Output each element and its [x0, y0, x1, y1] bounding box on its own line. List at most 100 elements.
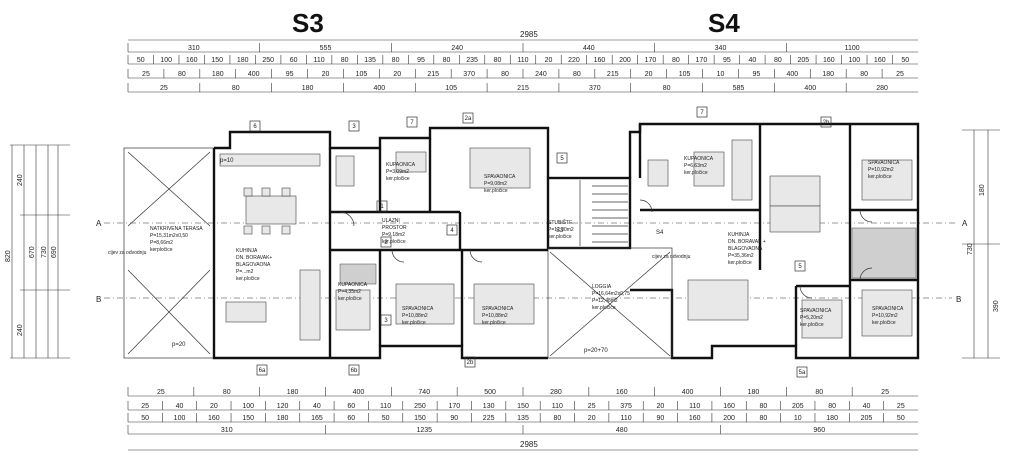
door-swings — [339, 199, 873, 299]
bot-dim-r2-0: 25 — [141, 403, 149, 410]
mark-8: 7 — [700, 110, 704, 116]
mark-3: 2a — [465, 116, 472, 122]
mark-9: 2b — [823, 120, 830, 126]
room-bath-s3-top-name: KUPAONICA — [386, 162, 416, 168]
top-dim-r4-5: 215 — [517, 85, 529, 92]
top-dim-r2-25: 80 — [774, 57, 782, 64]
bot-dim-r3-17: 200 — [723, 415, 735, 422]
mark-4: 5 — [560, 156, 564, 162]
stair-treads — [579, 180, 628, 246]
top-dim-r3-9: 370 — [463, 71, 475, 78]
mark-box-13 — [380, 314, 392, 326]
bot-dim-r2-22: 25 — [897, 403, 905, 410]
mark-box-10 — [796, 366, 808, 378]
room-kitchen-s3-l1: DN. BORAVAK+ — [236, 255, 272, 261]
mark-14: 4 — [450, 228, 454, 234]
right-dimensions: 180 730 390 — [962, 129, 1000, 359]
top-dim-r2-3: 150 — [211, 57, 223, 64]
top-dim-r1-2: 240 — [451, 45, 463, 52]
room-stairs-l2: ker.pločice — [548, 234, 572, 240]
room-bath-s4-l1: P=6,63m2 — [684, 163, 707, 169]
tag-level-loggia: p=20+70 — [584, 348, 608, 354]
room-bed-s3-top-l2: ker.pločice — [484, 188, 508, 194]
top-dim-r4-7: 80 — [663, 85, 671, 92]
room-bath-s3-top-l2: ker.pločice — [386, 176, 410, 182]
bot-dim-r2-5: 40 — [313, 403, 321, 410]
top-dim-r1-1: 555 — [320, 45, 332, 52]
top-dim-r1-4: 340 — [715, 45, 727, 52]
room-bed-s3-b-l1: P=10,88m2 — [482, 313, 508, 319]
room-bath-s4-l2: ker.pločice — [684, 170, 708, 176]
room-loggia-l3: ker.pločice — [592, 305, 616, 311]
top-dim-r3-3: 400 — [248, 71, 260, 78]
room-bed-s3-top-name: SPAVAONICA — [484, 174, 516, 180]
room-bath-s4-name: KUPAONICA — [684, 156, 714, 162]
mark-box-9 — [820, 116, 832, 128]
top-dim-r2-8: 80 — [341, 57, 349, 64]
top-dim-r1-5: 1100 — [845, 45, 860, 52]
mark-box-2 — [406, 116, 418, 128]
top-dim-r3-1: 80 — [178, 71, 186, 78]
bot-dim-r2-19: 205 — [792, 403, 804, 410]
room-hall-s3-l2: P=9,18m2 — [382, 232, 405, 238]
mark-6: 6b — [351, 368, 358, 374]
room-bed-s4-mid-l1: P=5,20m2 — [800, 315, 823, 321]
top-dim-r3-7: 20 — [393, 71, 401, 78]
top-dim-r3-4: 95 — [286, 71, 294, 78]
top-dim-r2-29: 160 — [874, 57, 886, 64]
top-dim-r2-23: 95 — [723, 57, 731, 64]
right-dim-1: 180 — [979, 184, 986, 196]
bot-dim-r2-15: 20 — [656, 403, 664, 410]
bot-dim-r3-0: 50 — [141, 415, 149, 422]
top-dim-r2-15: 110 — [517, 57, 528, 64]
bot-dim-r2-8: 250 — [414, 403, 426, 410]
bot-dim-r1-0: 25 — [157, 389, 165, 396]
top-dim-r3-0: 25 — [142, 71, 150, 78]
top-dim-r3-18: 400 — [786, 71, 798, 78]
top-dim-r2-0: 50 — [137, 57, 145, 64]
bot-dim-r2-6: 60 — [347, 403, 355, 410]
mark-box-7 — [464, 356, 476, 368]
mark-box-1 — [348, 120, 360, 132]
mark-1: 3 — [352, 124, 356, 130]
top-dim-r3-15: 105 — [679, 71, 691, 78]
top-dim-r2-12: 80 — [443, 57, 451, 64]
top-dim-r2-7: 110 — [314, 57, 325, 64]
walls — [123, 122, 920, 360]
bot-dim-r4-1: 1235 — [416, 427, 432, 434]
bot-dim-r1-10: 80 — [815, 389, 823, 396]
bot-dim-r2-10: 130 — [483, 403, 495, 410]
bot-dim-r3-12: 80 — [553, 415, 561, 422]
bot-dim-r3-8: 150 — [414, 415, 426, 422]
room-bath-s3-top-l1: P=3,09m2 — [386, 169, 409, 175]
top-dim-r3-16: 10 — [717, 71, 725, 78]
room-kitchen-s4-l4: ker.pločice — [728, 260, 752, 266]
room-labels: NATKRIVENA TERASA P=15,31m2x0,50 P=8,66m… — [150, 156, 904, 328]
top-dim-r2-27: 160 — [823, 57, 835, 64]
bot-dim-r3-4: 180 — [277, 415, 289, 422]
mark-10: 5a — [799, 370, 806, 376]
room-kitchen-s4-l2: BLAGOVAONA — [728, 246, 763, 252]
bot-dim-r2-13: 25 — [588, 403, 596, 410]
left-dim-2: 820 — [5, 250, 12, 262]
section-a-left: A — [96, 219, 102, 228]
room-bed-s4-top-l2: ker.pločice — [868, 174, 892, 180]
room-bath-s3-low-l2: ker.pločice — [338, 296, 362, 302]
room-bed-s4-mid-l2: ker.pločice — [800, 322, 824, 328]
top-dim-r4-6: 370 — [589, 85, 601, 92]
tag-s3: S3 — [556, 228, 564, 234]
room-kitchen-s3-l4: ker.pločice — [236, 276, 260, 282]
room-loggia-l1: P=16,64m2x0,75 — [592, 291, 630, 297]
bot-dim-r2-20: 80 — [828, 403, 836, 410]
top-dim-r3-13: 215 — [607, 71, 619, 78]
room-hall-s3-l1: PROSTOR — [382, 225, 407, 231]
terrace-slope-lines — [127, 151, 671, 357]
tag-level-kitchen: p=10 — [220, 158, 234, 164]
furniture-s3 — [219, 147, 535, 341]
bot-dim-r1-3: 400 — [353, 389, 365, 396]
mark-box-14 — [446, 224, 458, 236]
top-dim-r4-10: 280 — [876, 85, 888, 92]
